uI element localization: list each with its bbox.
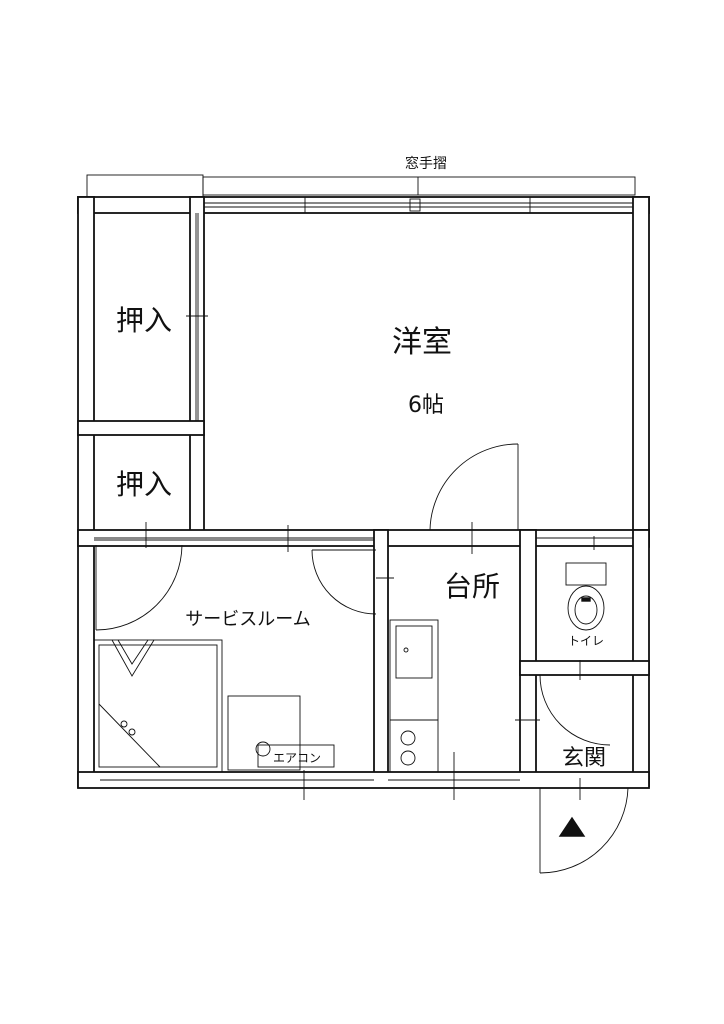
windows — [94, 197, 633, 800]
aircon-unit — [257, 744, 335, 768]
closet-upper-label: 押入 — [116, 304, 172, 337]
room-size-label: 6帖 — [408, 393, 444, 418]
western-room-label: 洋室 — [392, 325, 452, 360]
service-room-label: サービスルーム — [185, 609, 310, 630]
kitchen-label: 台所 — [444, 570, 500, 603]
bathtub — [93, 639, 223, 773]
walls — [77, 196, 650, 789]
triangle-up-icon — [558, 816, 586, 837]
entrance-label: 玄関 — [562, 746, 606, 771]
toilet-fixture — [565, 562, 607, 631]
doors — [95, 443, 629, 874]
washer-space — [227, 695, 301, 771]
railing-label: 窓手摺 — [405, 155, 447, 172]
closet-lower-label: 押入 — [116, 468, 172, 501]
window-railing — [86, 174, 636, 198]
kitchen-counter — [389, 619, 439, 773]
toilet-label: トイレ — [568, 634, 604, 648]
aircon-label: エアコン — [273, 751, 321, 765]
